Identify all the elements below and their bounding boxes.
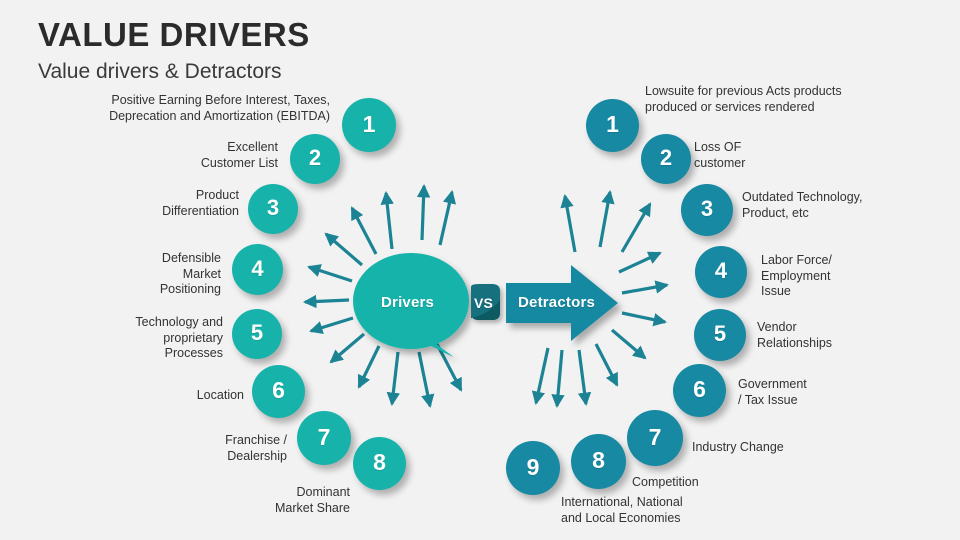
detractors-bubble-4[interactable]: 4 bbox=[695, 246, 747, 298]
detractors-bubble-8-number: 8 bbox=[592, 447, 605, 473]
drivers-label-5: Technology and proprietary Processes bbox=[135, 315, 223, 360]
drivers-label-8: Dominant Market Share bbox=[274, 485, 350, 515]
drivers-center-label: Drivers bbox=[381, 294, 435, 311]
drivers-label-6: Location bbox=[196, 388, 244, 402]
drivers-label-3: Product Differentiation bbox=[162, 188, 239, 218]
detractors-label-2: Loss OF customer bbox=[694, 140, 746, 170]
detractors-bubble-4-number: 4 bbox=[714, 258, 728, 283]
detractors-label-6: Government / Tax Issue bbox=[738, 377, 807, 407]
drivers-bubble-8[interactable]: 8 bbox=[353, 437, 406, 490]
detractors-bubble-9-number: 9 bbox=[526, 453, 540, 480]
detractors-label-9: International, National and Local Econom… bbox=[561, 495, 683, 525]
detractors-label-1: Lowsuite for previous Acts products prod… bbox=[645, 84, 842, 114]
drivers-bubble-2-number: 2 bbox=[308, 145, 322, 170]
vs-label: VS bbox=[474, 295, 494, 311]
drivers-label-4: Defensible Market Positioning bbox=[159, 251, 221, 296]
detractors-label-3: Outdated Technology, Product, etc bbox=[742, 190, 863, 220]
drivers-bubble-5-number: 5 bbox=[250, 320, 264, 345]
detractors-bubble-7-number: 7 bbox=[648, 423, 662, 450]
detractors-bubble-1[interactable]: 1 bbox=[586, 99, 639, 152]
drivers-bubble-1-number: 1 bbox=[362, 110, 376, 137]
drivers-bubble-4[interactable]: 4 bbox=[232, 244, 283, 295]
detractors-bubble-6[interactable]: 6 bbox=[673, 364, 726, 417]
detractors-label-5: Vendor Relationships bbox=[757, 320, 833, 350]
detractors-center-label: Detractors bbox=[518, 294, 596, 311]
detractors-label-7: Industry Change bbox=[692, 440, 784, 454]
detractors-bubble-7[interactable]: 7 bbox=[627, 410, 683, 466]
detractors-label-8: Competition bbox=[632, 475, 699, 489]
drivers-bubble-1[interactable]: 1 bbox=[342, 98, 396, 152]
page-subtitle: Value drivers & Detractors bbox=[38, 60, 282, 83]
detractors-bubble-2-number: 2 bbox=[659, 145, 673, 170]
drivers-label-1: Positive Earning Before Interest, Taxes,… bbox=[109, 93, 330, 123]
detractors-label-4: Labor Force/ Employment Issue bbox=[761, 253, 832, 298]
detractors-bubble-8[interactable]: 8 bbox=[571, 434, 626, 489]
detractors-arrow[interactable] bbox=[506, 265, 618, 341]
drivers-bubble-5[interactable]: 5 bbox=[232, 309, 282, 359]
detractors-bubble-3-number: 3 bbox=[700, 196, 714, 221]
drivers-label-7: Franchise / Dealership bbox=[225, 433, 287, 463]
detractors-bubble-3[interactable]: 3 bbox=[681, 184, 733, 236]
detractors-bubble-1-number: 1 bbox=[606, 111, 619, 137]
drivers-bubble-8-number: 8 bbox=[373, 449, 386, 475]
drivers-speech-bubble[interactable] bbox=[353, 253, 469, 357]
drivers-bubble-2[interactable]: 2 bbox=[290, 134, 340, 184]
detractors-bubble-2[interactable]: 2 bbox=[641, 134, 691, 184]
drivers-label-2: Excellent Customer List bbox=[200, 140, 278, 170]
drivers-bubble-4-number: 4 bbox=[251, 255, 264, 281]
drivers-bubble-6-number: 6 bbox=[272, 377, 285, 403]
drivers-bubble-7-number: 7 bbox=[317, 423, 331, 450]
drivers-bubble-3-number: 3 bbox=[266, 195, 280, 220]
drivers-bubble-3[interactable]: 3 bbox=[248, 184, 298, 234]
detractors-bubble-9[interactable]: 9 bbox=[506, 441, 560, 495]
drivers-bubble-7[interactable]: 7 bbox=[297, 411, 351, 465]
detractors-bubble-5[interactable]: 5 bbox=[694, 309, 746, 361]
detractors-bubble-6-number: 6 bbox=[693, 376, 706, 402]
drivers-bubble-6[interactable]: 6 bbox=[252, 365, 305, 418]
vs-badge[interactable] bbox=[471, 284, 500, 320]
detractors-bubble-5-number: 5 bbox=[713, 321, 727, 346]
page-title: VALUE DRIVERS bbox=[38, 16, 310, 53]
